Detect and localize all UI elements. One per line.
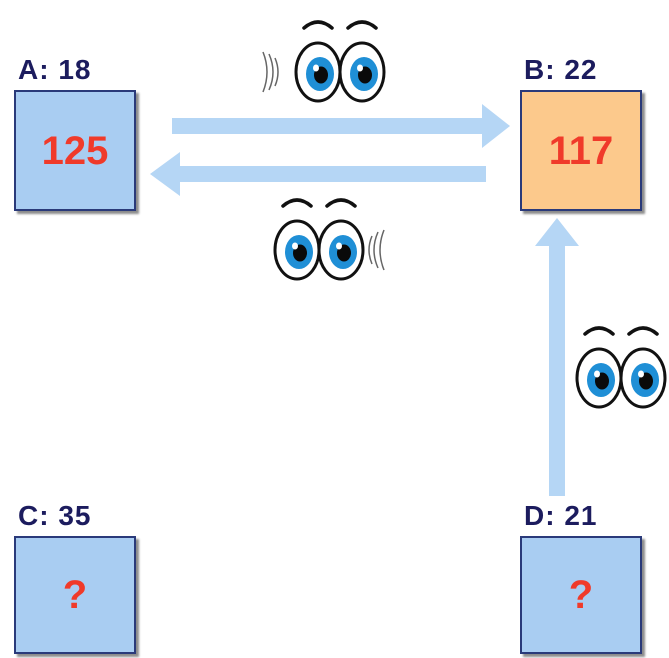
arrow-b-to-a xyxy=(150,152,486,196)
eyes-icon xyxy=(262,20,386,103)
node-b-box: 117 xyxy=(520,90,642,211)
node-a-label: A: 18 xyxy=(18,54,92,85)
node-d-value: ? xyxy=(568,573,594,617)
node-c-label: C: 35 xyxy=(18,500,92,531)
node-d-label: D: 21 xyxy=(524,500,598,531)
node-b-label: B: 22 xyxy=(524,54,598,85)
node-d-box: ? xyxy=(520,536,642,654)
arrow-d-to-b xyxy=(535,218,579,496)
node-b-value: 117 xyxy=(548,128,614,173)
node-c-value: ? xyxy=(62,573,88,617)
node-a-box: 125 xyxy=(14,90,136,211)
arrow-a-to-b xyxy=(172,104,510,148)
eyes-icon xyxy=(273,198,385,281)
node-c-box: ? xyxy=(14,536,136,654)
eyes-icon xyxy=(575,326,667,409)
node-a-value: 125 xyxy=(41,128,109,173)
